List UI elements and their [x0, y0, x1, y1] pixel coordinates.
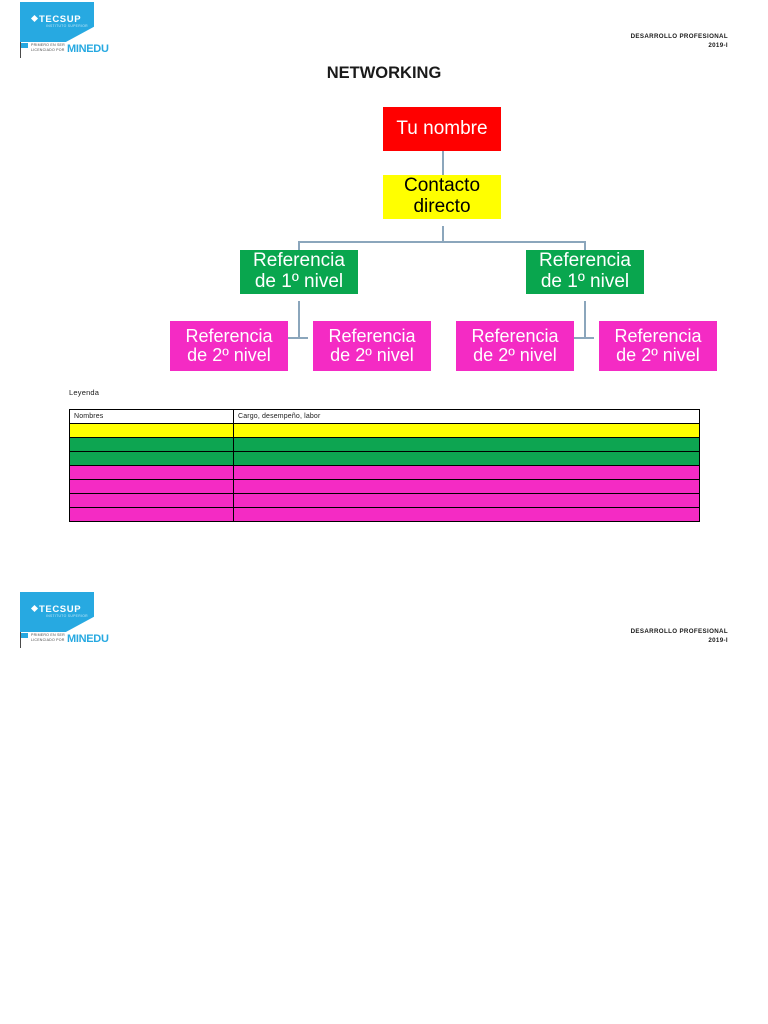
- node-referencia-1-nivel-left[interactable]: Referencia de 1º nivel: [240, 250, 358, 294]
- node-referencia-2-nivel-2-line1: Referencia: [328, 325, 416, 346]
- page-title: NETWORKING: [326, 64, 442, 82]
- tecsup-wordmark: TECSUP: [30, 14, 82, 25]
- connector-level1-bus: [298, 241, 586, 243]
- minedu-caption-line1: PRIMERO EN SER: [31, 43, 65, 47]
- node-tu-nombre-label: Tu nombre: [396, 117, 488, 139]
- flag-icon: [20, 632, 29, 648]
- connector-to-ref1-right: [584, 241, 586, 252]
- legend-cell-nombre[interactable]: [69, 479, 234, 494]
- node-contacto-directo-line2: directo: [413, 196, 471, 217]
- node-referencia-2-nivel-1-line2: de 2º nivel: [187, 345, 271, 365]
- header-course-info: DESARROLLO PROFESIONAL 2019-I: [631, 32, 728, 50]
- node-referencia-1-nivel-left-line2: de 1º nivel: [254, 271, 344, 292]
- legend-cell-nombre[interactable]: [69, 437, 234, 452]
- node-referencia-2-nivel-4-line1: Referencia: [614, 325, 702, 346]
- node-referencia-1-nivel-left-line1: Referencia: [253, 250, 345, 272]
- legend-row-ref1-a[interactable]: [69, 437, 700, 452]
- connector-level2-bus-right: [574, 337, 594, 339]
- node-referencia-2-nivel-4-line2: de 2º nivel: [616, 345, 700, 365]
- tecsup-tagline: INSTITUTO SUPERIOR: [46, 24, 88, 28]
- node-referencia-1-nivel-right[interactable]: Referencia de 1º nivel: [526, 250, 644, 294]
- legend-cell-cargo[interactable]: [233, 465, 700, 480]
- node-referencia-2-nivel-3-line1: Referencia: [471, 325, 559, 346]
- node-referencia-2-nivel-4[interactable]: Referencia de 2º nivel: [599, 321, 717, 371]
- legend-cell-cargo[interactable]: [233, 507, 700, 522]
- footer-term: 2019-I: [708, 637, 728, 644]
- legend-table: Nombres Cargo, desempeño, labor: [69, 409, 700, 522]
- minedu-caption-line2: LICENCIADO POR: [31, 637, 65, 642]
- minedu-caption: PRIMERO EN SER LICENCIADO POR: [31, 633, 65, 642]
- header-course-name: DESARROLLO PROFESIONAL: [630, 33, 728, 40]
- legend-cell-nombre[interactable]: [69, 493, 234, 508]
- legend-row-contacto-directo[interactable]: [69, 423, 700, 438]
- node-referencia-2-nivel-2-line2: de 2º nivel: [330, 345, 414, 365]
- tecsup-tagline: INSTITUTO SUPERIOR: [46, 614, 88, 618]
- legend-row-ref2-b[interactable]: [69, 479, 700, 494]
- minedu-name: MINEDU: [67, 633, 109, 645]
- legend-cell-nombre[interactable]: [69, 507, 234, 522]
- legend-col-header-nombres: Nombres: [69, 409, 234, 424]
- legend-cell-nombre[interactable]: [69, 465, 234, 480]
- connector-ref1-right-stem: [584, 301, 586, 338]
- legend-caption: Leyenda: [69, 388, 100, 397]
- connector-root-to-contact: [442, 151, 444, 175]
- legend-header-row: Nombres Cargo, desempeño, labor: [69, 409, 700, 424]
- networking-org-chart: Tu nombre Contacto directo Referencia de…: [0, 0, 768, 400]
- node-referencia-2-nivel-3[interactable]: Referencia de 2º nivel: [456, 321, 574, 371]
- node-referencia-1-nivel-right-line1: Referencia: [539, 250, 631, 272]
- node-contacto-directo[interactable]: Contacto directo: [383, 175, 501, 219]
- tecsup-wordmark: TECSUP: [30, 604, 82, 615]
- connector-contact-stem: [442, 226, 444, 242]
- node-referencia-1-nivel-right-line2: de 1º nivel: [540, 271, 630, 292]
- legend-col-header-cargo: Cargo, desempeño, labor: [233, 409, 700, 424]
- legend-row-ref2-c[interactable]: [69, 493, 700, 508]
- header-logo: TECSUP INSTITUTO SUPERIOR PRIMERO EN SER…: [8, 2, 109, 60]
- tecsup-name: TECSUP: [39, 604, 82, 615]
- legend-row-ref2-a[interactable]: [69, 465, 700, 480]
- connector-ref1-left-stem: [298, 301, 300, 338]
- legend-row-ref1-b[interactable]: [69, 451, 700, 466]
- node-tu-nombre[interactable]: Tu nombre: [383, 107, 501, 151]
- tecsup-diamond-icon: [30, 604, 39, 613]
- minedu-name: MINEDU: [67, 43, 109, 55]
- legend-cell-nombre[interactable]: [69, 451, 234, 466]
- flag-icon: [20, 42, 29, 58]
- legend-cell-cargo[interactable]: [233, 451, 700, 466]
- minedu-caption-line2: LICENCIADO POR: [31, 47, 65, 52]
- header-term: 2019-I: [708, 42, 728, 49]
- node-referencia-2-nivel-3-line2: de 2º nivel: [473, 345, 557, 365]
- legend-cell-cargo[interactable]: [233, 423, 700, 438]
- legend-cell-cargo[interactable]: [233, 479, 700, 494]
- connector-to-ref1-left: [298, 241, 300, 252]
- node-referencia-2-nivel-1[interactable]: Referencia de 2º nivel: [170, 321, 288, 371]
- tecsup-name: TECSUP: [39, 14, 82, 25]
- legend-cell-nombre[interactable]: [69, 423, 234, 438]
- footer-logo: TECSUP INSTITUTO SUPERIOR PRIMERO EN SER…: [8, 592, 109, 650]
- legend-cell-cargo[interactable]: [233, 493, 700, 508]
- connector-level2-bus-left: [288, 337, 308, 339]
- node-referencia-2-nivel-2[interactable]: Referencia de 2º nivel: [313, 321, 431, 371]
- minedu-caption: PRIMERO EN SER LICENCIADO POR: [31, 43, 65, 52]
- node-contacto-directo-line1: Contacto: [403, 175, 481, 197]
- legend-row-ref2-d[interactable]: [69, 507, 700, 522]
- legend-cell-cargo[interactable]: [233, 437, 700, 452]
- footer-course-name: DESARROLLO PROFESIONAL: [630, 628, 728, 635]
- minedu-caption-line1: PRIMERO EN SER: [31, 633, 65, 637]
- node-referencia-2-nivel-1-line1: Referencia: [185, 325, 273, 346]
- footer-course-info: DESARROLLO PROFESIONAL 2019-I: [631, 627, 728, 645]
